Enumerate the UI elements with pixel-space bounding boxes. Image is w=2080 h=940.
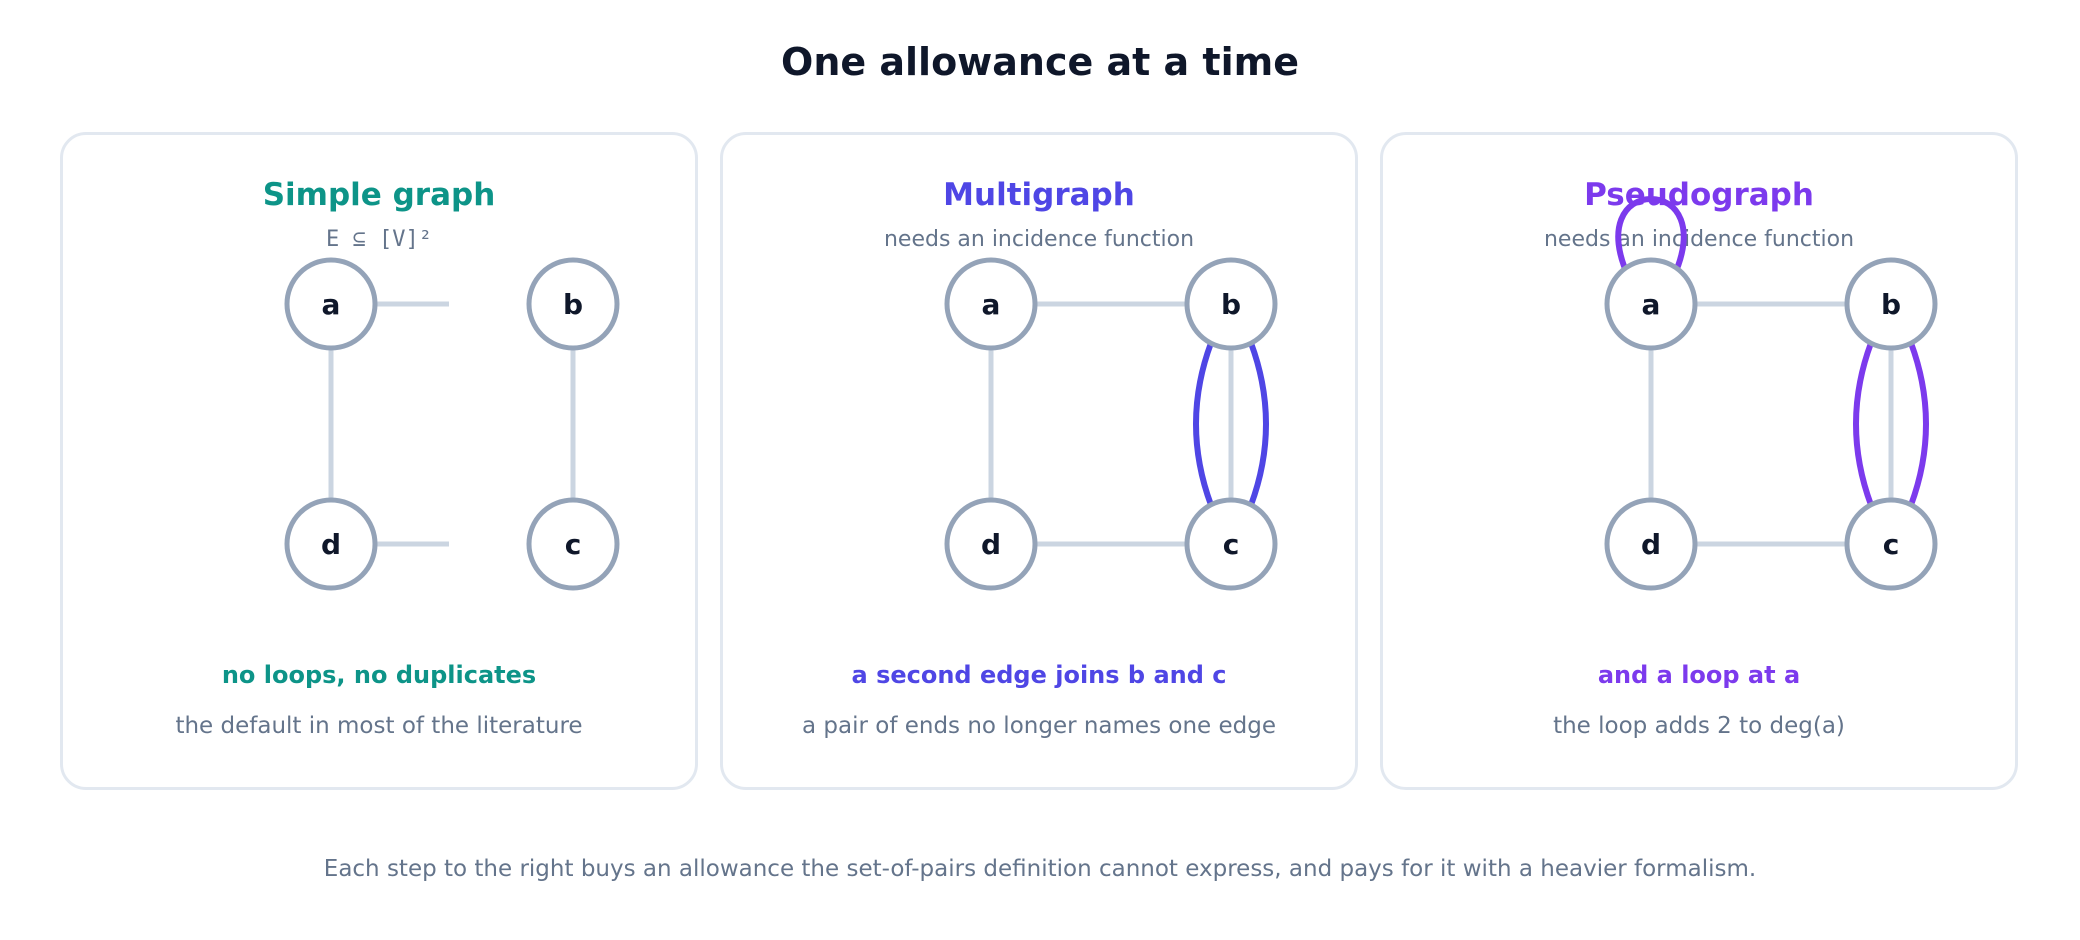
node-c-label: c bbox=[565, 528, 582, 561]
parallel-edge-b-c-right bbox=[1248, 341, 1269, 507]
node-a: a bbox=[284, 257, 378, 351]
panel-subtitle: needs an incidence function bbox=[883, 227, 1195, 252]
node-d-label: d bbox=[1641, 528, 1661, 561]
panel-description: the default in most of the literature bbox=[175, 713, 583, 739]
node-b-label: b bbox=[563, 288, 583, 321]
panel-title: Simple graph bbox=[262, 177, 496, 213]
panel-note: no loops, no duplicates bbox=[221, 661, 537, 689]
parallel-edge-b-c-right bbox=[1908, 341, 1929, 507]
simple-graph-diagram: a b c d bbox=[284, 257, 620, 591]
node-a-label: a bbox=[982, 288, 1001, 321]
node-b-label: b bbox=[1221, 288, 1241, 321]
footer-caption: Each step to the right buys an allowance… bbox=[323, 856, 1757, 882]
panel-subtitle: needs an incidence function bbox=[1543, 227, 1855, 252]
node-d: d bbox=[944, 497, 1038, 591]
node-b-label: b bbox=[1881, 288, 1901, 321]
node-b: b bbox=[1844, 257, 1938, 351]
node-c: c bbox=[1844, 497, 1938, 591]
node-c: c bbox=[526, 497, 620, 591]
panel-note: a second edge joins b and c bbox=[851, 661, 1227, 689]
multigraph-diagram: a b c d bbox=[944, 257, 1278, 591]
panel-subtitle: E ⊆ [V]² bbox=[326, 227, 432, 252]
page-title: One allowance at a time bbox=[781, 40, 1299, 84]
loop-edge-a bbox=[1615, 195, 1687, 280]
node-c-label: c bbox=[1223, 528, 1240, 561]
node-a: a bbox=[944, 257, 1038, 351]
node-b: b bbox=[526, 257, 620, 351]
node-b: b bbox=[1184, 257, 1278, 351]
panel-pseudograph: Pseudograph needs an incidence function … bbox=[1380, 132, 2018, 790]
node-a-label: a bbox=[322, 288, 341, 321]
node-a-label: a bbox=[1642, 288, 1661, 321]
panel-description: a pair of ends no longer names one edge bbox=[801, 713, 1276, 739]
panel-description: the loop adds 2 to deg(a) bbox=[1553, 713, 1845, 739]
panel-multigraph: a b c d Multigraph needs an incidence fu… bbox=[720, 132, 1358, 790]
node-a: a bbox=[1604, 257, 1698, 351]
panel-simple-graph: a b c d Simple graph E ⊆ [V]² no loops, … bbox=[60, 132, 698, 790]
panel-title: Pseudograph bbox=[1584, 177, 1814, 213]
panel-note: and a loop at a bbox=[1597, 661, 1801, 689]
node-d: d bbox=[1604, 497, 1698, 591]
parallel-edge-b-c-left bbox=[1853, 341, 1874, 507]
node-c-label: c bbox=[1883, 528, 1900, 561]
node-c: c bbox=[1184, 497, 1278, 591]
parallel-edge-b-c-left bbox=[1193, 341, 1214, 507]
pseudograph-nodes-layer: a b c d bbox=[1604, 195, 1938, 591]
node-d-label: d bbox=[321, 528, 341, 561]
node-d-label: d bbox=[981, 528, 1001, 561]
node-d: d bbox=[284, 497, 378, 591]
panel-title: Multigraph bbox=[943, 177, 1135, 213]
